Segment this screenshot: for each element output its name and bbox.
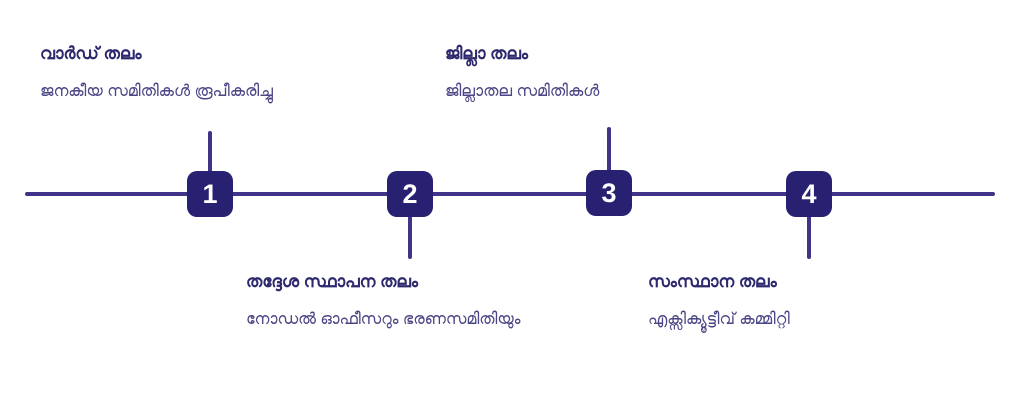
timeline-node-3: 3: [586, 170, 632, 216]
step-3-subtitle: ജില്ലാതല സമിതികൾ: [445, 83, 600, 100]
node-number: 4: [801, 178, 817, 209]
step-4-subtitle: എക്സിക്യൂട്ടീവ് കമ്മിറ്റി: [648, 311, 790, 328]
connector-step-3: [607, 127, 611, 172]
node-number: 2: [402, 178, 418, 209]
step-2-subtitle: നോഡൽ ഓഫീസറും ഭരണസമിതിയും: [246, 311, 521, 328]
step-1-subtitle: ജനകീയ സമിതികൾ രൂപീകരിച്ചു: [40, 83, 273, 100]
connector-step-1: [208, 131, 212, 173]
step-2-label-group: തദ്ദേശ സ്ഥാപന തലം നോഡൽ ഓഫീസറും ഭരണസമിതിയ…: [246, 272, 520, 329]
node-number: 3: [601, 177, 617, 208]
step-1-title: വാർഡ് തലം: [40, 44, 142, 63]
step-1-label-group: വാർഡ് തലം ജനകീയ സമിതികൾ രൂപീകരിച്ചു: [40, 44, 273, 101]
timeline-node-1: 1: [187, 171, 233, 217]
node-number: 1: [202, 178, 218, 209]
connector-step-4: [807, 215, 811, 259]
step-2-title: തദ്ദേശ സ്ഥാപന തലം: [246, 272, 419, 291]
step-4-label-group: സംസ്ഥാന തലം എക്സിക്യൂട്ടീവ് കമ്മിറ്റി: [648, 272, 790, 329]
timeline-axis-line: [25, 192, 995, 196]
step-3-title: ജില്ലാ തലം: [445, 44, 529, 63]
timeline-node-2: 2: [387, 171, 433, 217]
step-4-title: സംസ്ഥാന തലം: [648, 272, 777, 291]
connector-step-2: [408, 215, 412, 259]
timeline-node-4: 4: [786, 171, 832, 217]
step-3-label-group: ജില്ലാ തലം ജില്ലാതല സമിതികൾ: [445, 44, 599, 101]
